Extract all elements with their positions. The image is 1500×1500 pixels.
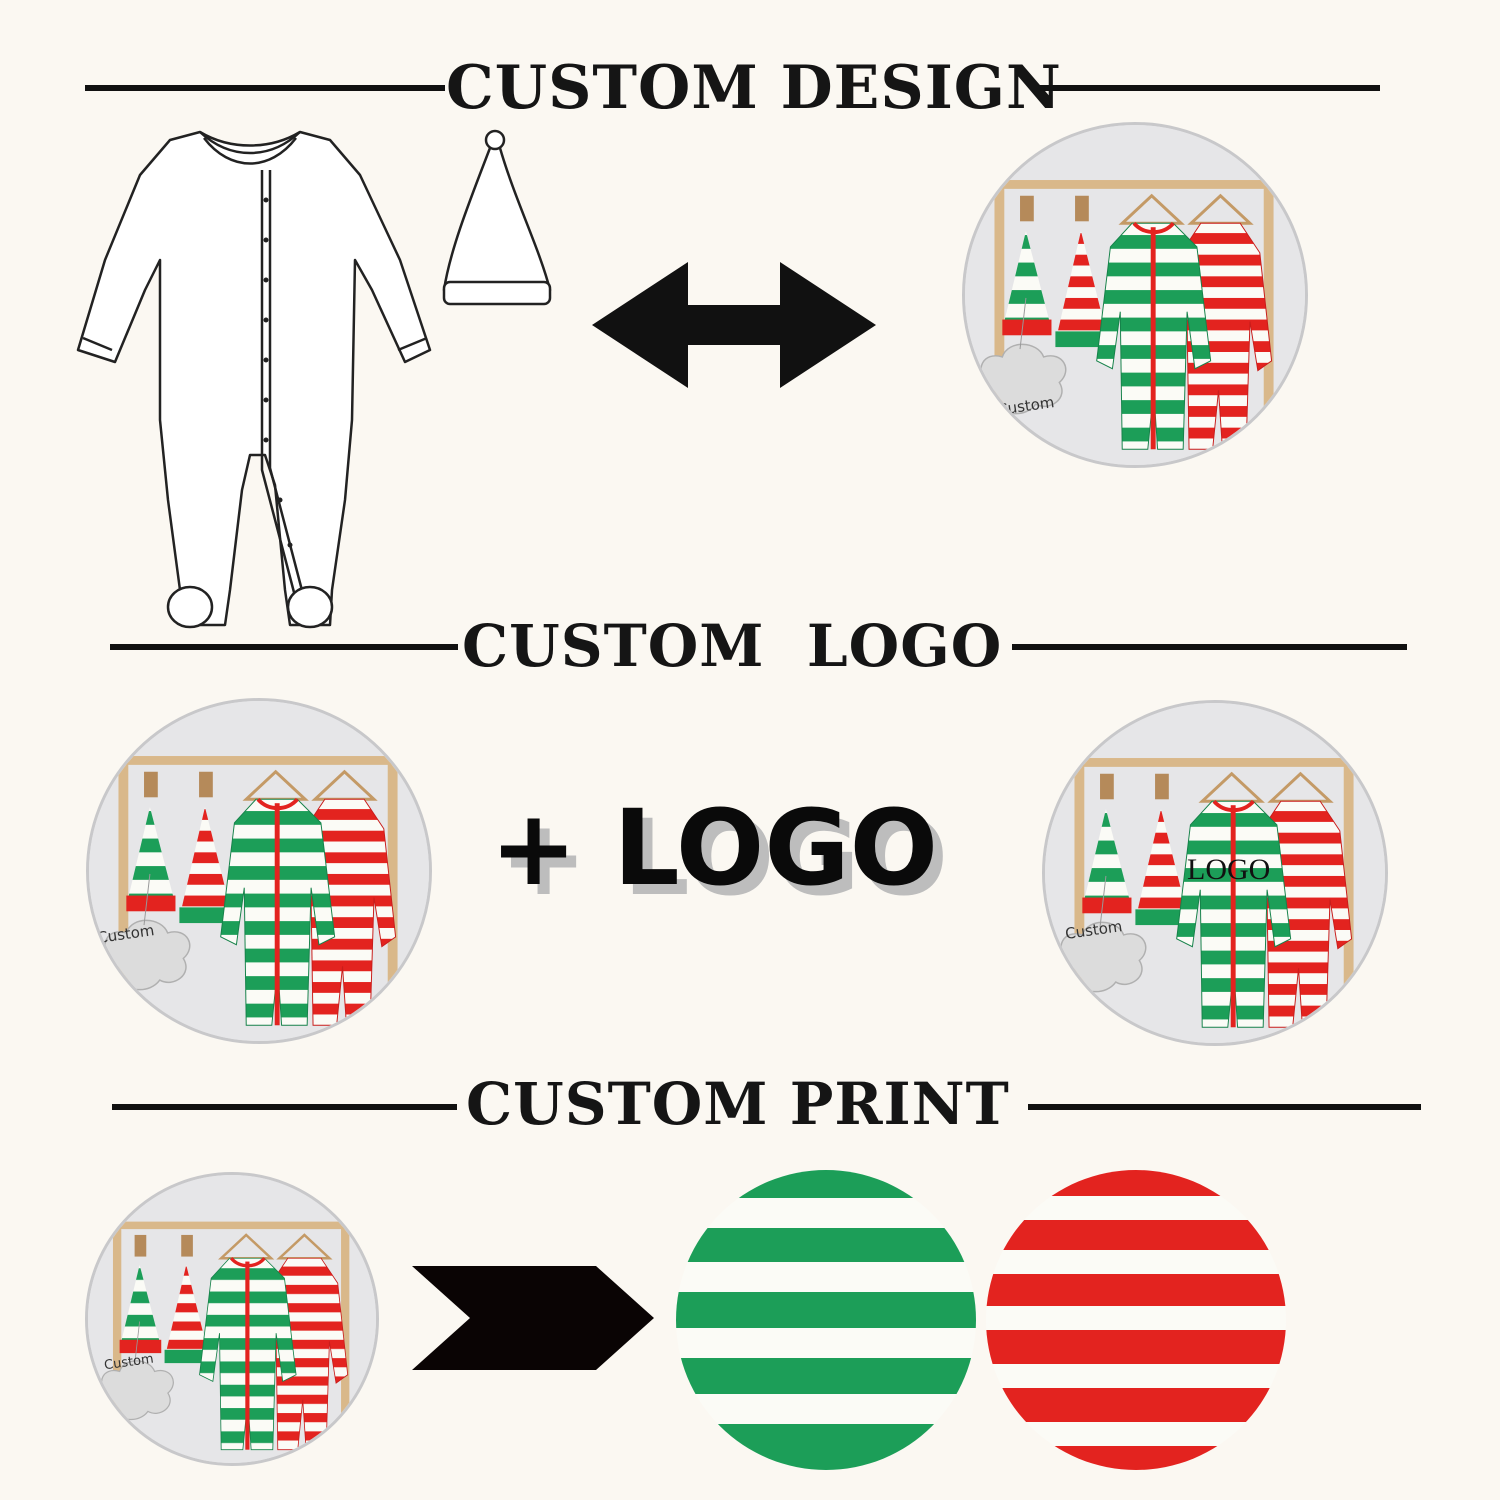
section-title-logo: CUSTOM LOGO	[462, 612, 1003, 680]
product-photo-circle-1: Custom	[962, 122, 1308, 468]
product-photo-circle-3: Custom LOGO	[1042, 700, 1388, 1046]
heading-rule-right	[1028, 1104, 1421, 1110]
fabric-swatch-green	[676, 1170, 976, 1470]
logo-overlay-text: LOGO	[1187, 853, 1271, 886]
heading-rule-left	[85, 85, 445, 91]
section-heading-logo: CUSTOM LOGO	[0, 606, 1500, 686]
product-photo-circle-4: Custom	[85, 1172, 379, 1466]
green-stripe-pattern	[676, 1170, 976, 1470]
section-title-print: CUSTOM PRINT	[466, 1070, 1010, 1138]
section-heading-print: CUSTOM PRINT	[0, 1064, 1500, 1144]
plus-logo-label: + LOGO	[490, 787, 939, 909]
heading-rule-left	[112, 1104, 457, 1110]
section-title-design: CUSTOM DESIGN	[446, 53, 1062, 123]
heading-rule-right	[1012, 644, 1407, 650]
rack-photo	[89, 701, 429, 1041]
fabric-swatch-red	[986, 1170, 1286, 1470]
rack-photo	[88, 1175, 376, 1463]
section-heading-design: CUSTOM DESIGN	[0, 48, 1500, 128]
product-photo-circle-2: Custom	[86, 698, 432, 1044]
red-stripe-pattern	[986, 1170, 1286, 1470]
plus-logo-text: + LOGO	[490, 778, 990, 918]
heading-rule-right	[1040, 85, 1380, 91]
heading-rule-left	[110, 644, 458, 650]
